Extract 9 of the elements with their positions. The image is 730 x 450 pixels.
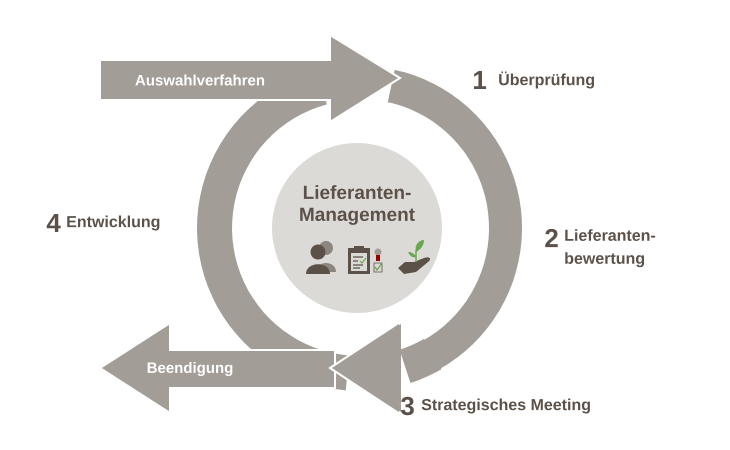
- arrow-band: Auswahlverfahren: [99, 33, 402, 124]
- step-number: 3: [400, 396, 414, 416]
- step-number: 1: [474, 71, 486, 89]
- step-label: Lieferanten-bewertung: [565, 229, 656, 268]
- step-label: Überprüfung: [499, 71, 594, 89]
- step-label: Entwicklung: [67, 216, 160, 230]
- step-label: Strategisches Meeting: [422, 398, 590, 414]
- step-number: 4: [46, 214, 61, 232]
- step-number: 2: [545, 228, 558, 248]
